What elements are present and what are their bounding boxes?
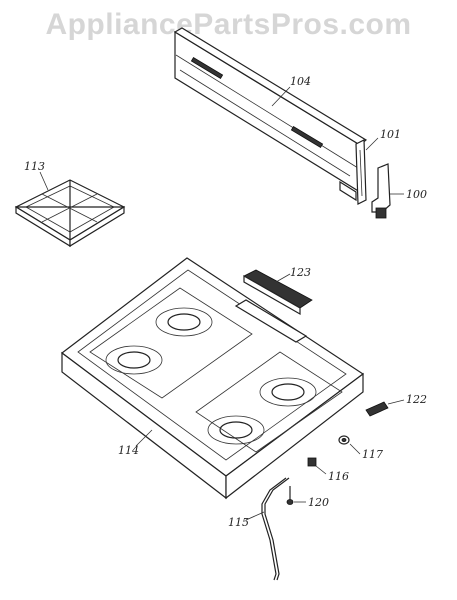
screw-part[interactable] xyxy=(286,486,294,505)
bracket-label: 100 xyxy=(406,188,427,201)
grate-label: 113 xyxy=(24,160,45,173)
bracket-part[interactable] xyxy=(371,163,391,219)
lift-rod-label: 115 xyxy=(228,516,249,529)
grommet-part[interactable] xyxy=(338,435,350,445)
backguard-leader xyxy=(271,86,291,107)
grommet-leader xyxy=(349,443,361,455)
watermark: AppliancePartsPros.com xyxy=(45,8,412,41)
backguard-part[interactable] xyxy=(173,27,368,202)
vent-trim-leader xyxy=(275,273,291,283)
lift-rod-leader xyxy=(245,511,265,521)
vent-trim-label: 123 xyxy=(290,266,311,279)
clip-part[interactable] xyxy=(307,457,317,467)
lift-rod-part[interactable] xyxy=(261,477,290,581)
spring-clip-leader xyxy=(387,399,405,405)
grate-leader xyxy=(39,171,49,191)
cooktop-leader xyxy=(135,429,153,447)
end-cap-leader xyxy=(365,137,379,151)
vent-trim-part[interactable] xyxy=(243,269,313,316)
end-cap-label: 101 xyxy=(380,128,401,141)
clip-leader xyxy=(315,465,327,475)
screw-label: 120 xyxy=(308,496,329,509)
clip-label: 116 xyxy=(328,470,349,483)
grate-part[interactable] xyxy=(14,179,126,248)
cooktop-label: 114 xyxy=(118,444,139,457)
spring-clip-label: 122 xyxy=(406,393,427,406)
spring-clip-part[interactable] xyxy=(365,401,389,417)
cooktop-part[interactable] xyxy=(61,257,365,500)
backguard-label: 104 xyxy=(290,75,311,88)
grommet-label: 117 xyxy=(362,448,383,461)
end-cap-part[interactable] xyxy=(355,139,367,205)
